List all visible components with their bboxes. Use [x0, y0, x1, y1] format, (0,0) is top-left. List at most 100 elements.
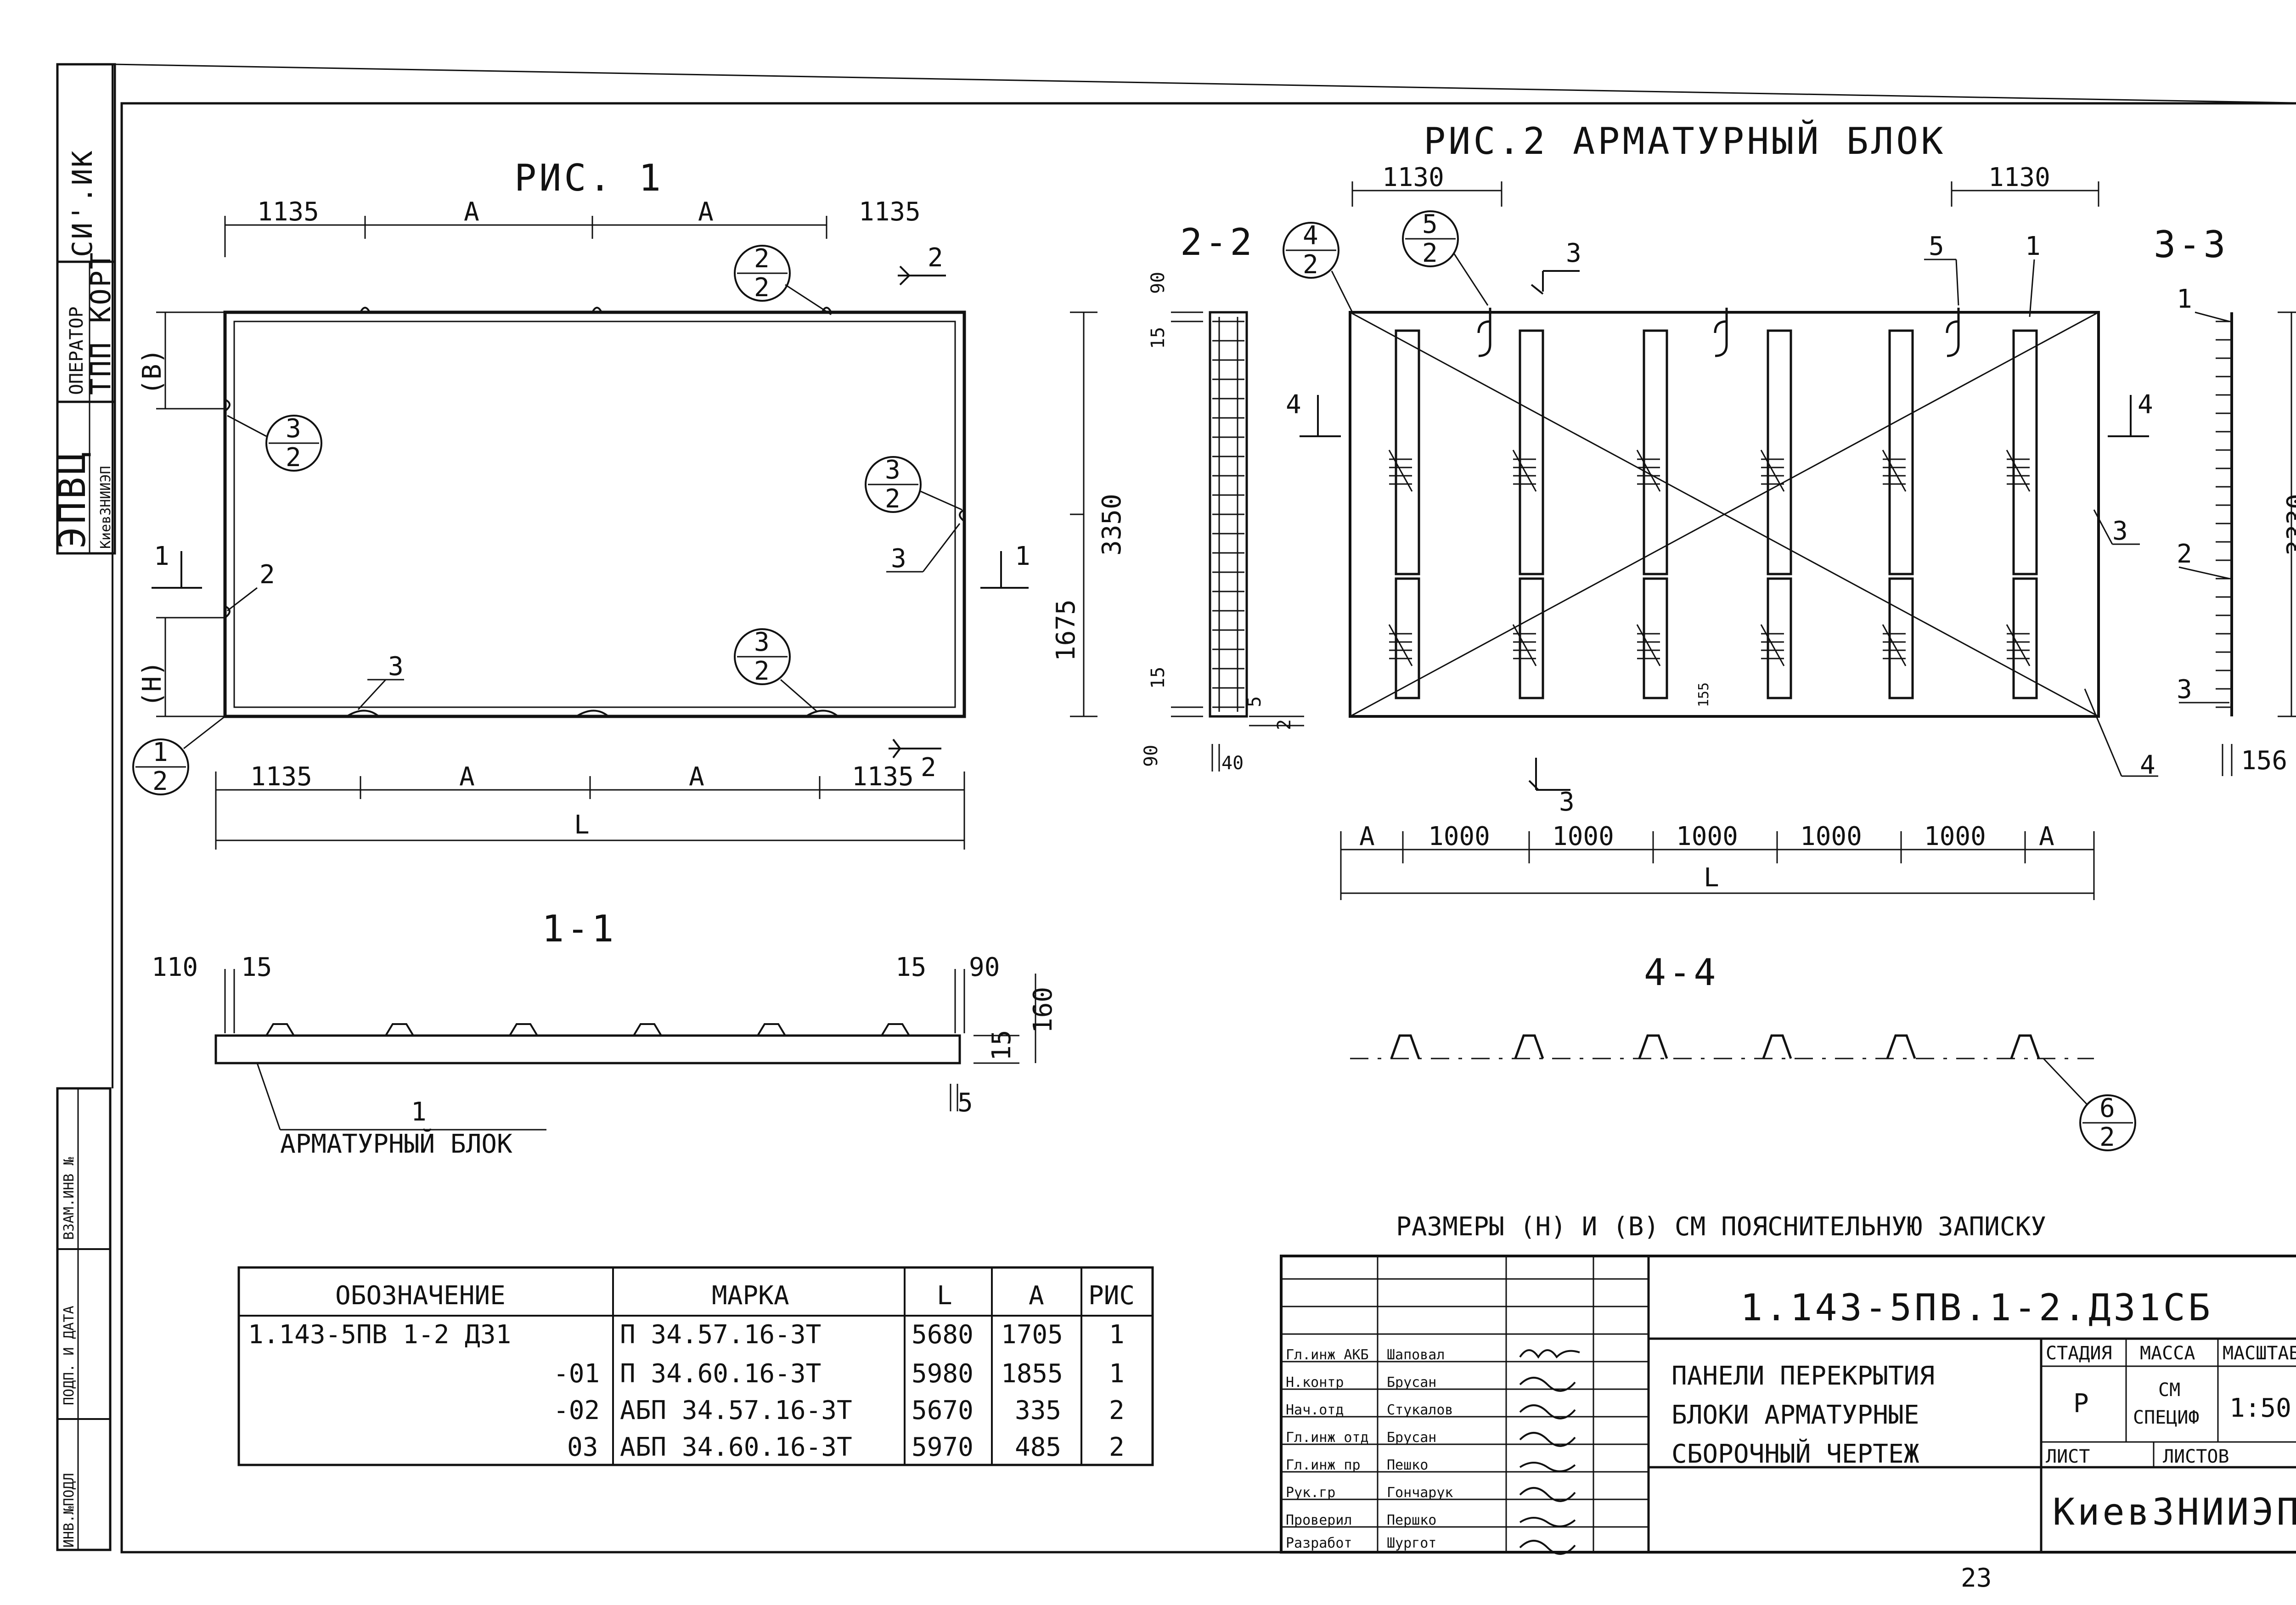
- person-role: Нач.отд: [1286, 1402, 1344, 1418]
- frame-upper: [1643, 329, 1668, 575]
- table-row: -01: [553, 1359, 600, 1389]
- col-stage: СТАДИЯ: [2046, 1343, 2112, 1364]
- scale-value: 1:50: [2229, 1393, 2291, 1423]
- drawing-name-line3: СБОРОЧНЫЙ ЧЕРТЕЖ: [1671, 1439, 1919, 1469]
- fig2-dim-a-left: А: [1359, 822, 1375, 851]
- section-1-1: 1-1 110 15 15 90 15 160 5 1 АРМАТУРНЫЙ Б…: [152, 907, 1058, 1159]
- fig2-pos-3: 3: [2112, 516, 2128, 546]
- sec11-title: 1-1: [542, 907, 617, 950]
- sec22-dim-90-top: 90: [1148, 272, 1169, 294]
- table-cell-mark: П 34.60.16-3Т: [620, 1359, 821, 1389]
- fig2-pos-4: 4: [2140, 750, 2155, 780]
- stamp-epvc: ЭПВЦ: [51, 449, 94, 549]
- fig1-dim-bottom-2: А: [459, 762, 475, 792]
- sec11-pos-1: 1: [411, 1097, 427, 1127]
- sec11-dim-160: 160: [1028, 987, 1058, 1033]
- fig1-dim-bottom-4: 1135: [852, 762, 914, 792]
- fig1-panel-plan: РИС. 1 1135 А А 1135: [132, 157, 1127, 850]
- svg-text:3: 3: [286, 414, 301, 444]
- fig1-dim-top-4: 1135: [859, 197, 921, 227]
- table-row: 03: [567, 1432, 598, 1462]
- table-cell-fig: 2: [1109, 1432, 1125, 1462]
- person-role: Разработ: [1286, 1535, 1352, 1551]
- table-cell-l: 5980: [912, 1359, 974, 1389]
- sec11-dim-90: 90: [969, 952, 1000, 982]
- sec22-dim-40: 40: [1221, 753, 1244, 774]
- fig1-side-b: (В): [137, 349, 167, 395]
- fig1-overall-l: L: [574, 810, 590, 840]
- fig2-dim-a-right: А: [2039, 822, 2054, 851]
- fig2-dim-top-right: 1130: [1988, 163, 2050, 192]
- fig1-half-height: 1675: [1051, 599, 1081, 661]
- sec22-dim-2: 2: [1274, 719, 1295, 730]
- stamp-org: КиевЗНИИЭП: [98, 466, 114, 549]
- person-name: Пешко: [1387, 1457, 1428, 1473]
- sec22-dim-90-bottom: 90: [1141, 745, 1162, 767]
- fig1-dim-top-3: А: [698, 197, 714, 227]
- sec44-title: 4-4: [1644, 951, 1719, 994]
- fig1-section-2-bottom: 2: [921, 753, 936, 783]
- frame-lower: [1888, 577, 1914, 699]
- person-role: Проверил: [1286, 1512, 1352, 1528]
- fig1-pos-3-bottom: 3: [388, 652, 404, 681]
- left-stamp: СИ'.ИК ОПЕРАТОР ТПП КОРТ ЭПВЦ КиевЗНИИЭП…: [51, 63, 117, 1551]
- sec33-pos-3: 3: [2177, 675, 2192, 704]
- fig2-hooks: [1477, 308, 1960, 357]
- person-name: Шургот: [1387, 1535, 1436, 1551]
- sec33-pos-1: 1: [2177, 284, 2192, 314]
- svg-text:5: 5: [1422, 209, 1438, 239]
- fig1-panel-outline: [223, 310, 966, 718]
- table-cell-mark: АБП 34.60.16-3Т: [620, 1432, 852, 1462]
- person-role: Гл.инж пр: [1286, 1457, 1361, 1473]
- people-list: Гл.инж АКБ Шаповал Н.контр Брусан Нач.от…: [1286, 1347, 1453, 1551]
- stamp-code: СИ'.ИК: [67, 149, 99, 257]
- svg-text:6: 6: [2099, 1093, 2115, 1123]
- table-cell-a: 1705: [1001, 1320, 1063, 1350]
- table-header-a: А: [1029, 1281, 1044, 1311]
- frame-upper: [1888, 329, 1914, 575]
- stamp-operator-label: ОПЕРАТОР: [66, 306, 87, 395]
- fig1-section-1-left: 1: [154, 541, 169, 571]
- table-row: -02: [553, 1396, 600, 1425]
- fig1-title: РИС. 1: [514, 157, 664, 199]
- section-4-4: 4-4 6 2: [1350, 951, 2136, 1152]
- table-cell-mark: П 34.57.16-3Т: [620, 1320, 821, 1350]
- person-name: Брусан: [1387, 1430, 1436, 1446]
- fig2-title: РИС.2 АРМАТУРНЫЙ БЛОК: [1424, 119, 1946, 163]
- svg-text:1: 1: [152, 738, 168, 767]
- fig1-callout-3-2-bottom: 3 2: [734, 627, 818, 713]
- person-name: Першко: [1387, 1512, 1436, 1528]
- field-inv-original: ИНВ.№ПОДЛ: [61, 1473, 77, 1548]
- table-cell-a: 335: [1015, 1396, 1061, 1425]
- signatures: [1519, 1349, 1580, 1555]
- page-number: 23: [1961, 1563, 1992, 1593]
- title-block: 1.143-5ПВ.1-2.Д31СБ ПАНЕЛИ ПЕРЕКРЫТИЯ БЛ…: [1280, 1255, 2296, 1555]
- svg-text:2: 2: [885, 484, 900, 514]
- svg-text:3: 3: [885, 455, 900, 485]
- svg-text:2: 2: [152, 766, 168, 796]
- person-role: Гл.инж отд: [1286, 1430, 1369, 1446]
- fig2-rebar-block: РИС.2 АРМАТУРНЫЙ БЛОК 1130 1130 4 2: [1283, 119, 2158, 900]
- svg-text:2: 2: [1422, 238, 1438, 268]
- svg-text:2: 2: [754, 273, 770, 303]
- svg-text:3: 3: [754, 627, 770, 657]
- fig2-section-3-bottom: 3: [1559, 787, 1575, 817]
- stage-value: Р: [2073, 1389, 2089, 1419]
- fig1-section-1-right: 1: [1015, 541, 1030, 571]
- svg-text:2: 2: [754, 656, 770, 686]
- field-replace-inv: ВЗАМ.ИНВ №: [61, 1157, 77, 1240]
- section-2-2: 2-2 90 15 15 90 5 2 40: [1141, 221, 1304, 774]
- mass-value-2: СПЕЦИФ: [2133, 1407, 2200, 1428]
- org-name: КиевЗНИИЭП: [2053, 1491, 2296, 1533]
- fig2-block-outline: [1349, 311, 2100, 718]
- drawing-code: 1.143-5ПВ.1-2.Д31СБ: [1740, 1286, 2213, 1329]
- sec11-dim-15-right: 15: [895, 952, 926, 982]
- sec22-dim-5: 5: [1244, 696, 1265, 707]
- table-cell-mark: АБП 34.57.16-3Т: [620, 1396, 852, 1425]
- fig1-dim-bottom-1: 1135: [250, 762, 312, 792]
- fig1-callout-3-2-left: 3 2: [227, 414, 322, 473]
- sec44-ribs: [1390, 1034, 2040, 1059]
- person-role: Рук.гр: [1286, 1485, 1335, 1501]
- dimension-note: РАЗМЕРЫ (Н) И (В) СМ ПОЯСНИТЕЛЬНУЮ ЗАПИС…: [1396, 1212, 2046, 1242]
